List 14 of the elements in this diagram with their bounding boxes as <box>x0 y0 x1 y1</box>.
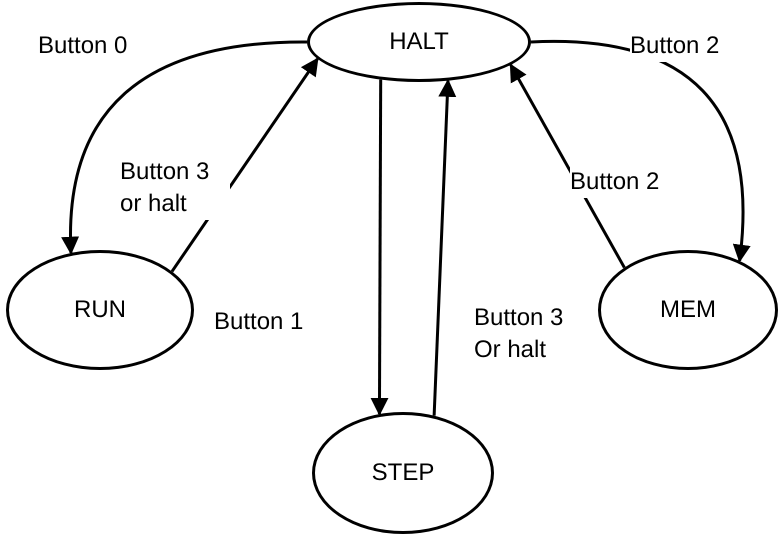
edge-label: Button 2 <box>570 166 660 198</box>
arrow <box>370 80 388 416</box>
arrow <box>432 78 456 416</box>
state-name: STEP <box>372 458 434 488</box>
state-name: RUN <box>74 295 126 325</box>
state-ellipse <box>307 2 531 82</box>
arrow <box>62 40 308 255</box>
state-ellipse <box>312 412 494 534</box>
state-ellipse <box>598 250 778 370</box>
arrow <box>509 63 626 268</box>
arrow <box>530 40 750 263</box>
state-name: MEM <box>660 295 716 325</box>
state-ellipse <box>6 250 194 370</box>
state-name: HALT <box>389 27 449 57</box>
